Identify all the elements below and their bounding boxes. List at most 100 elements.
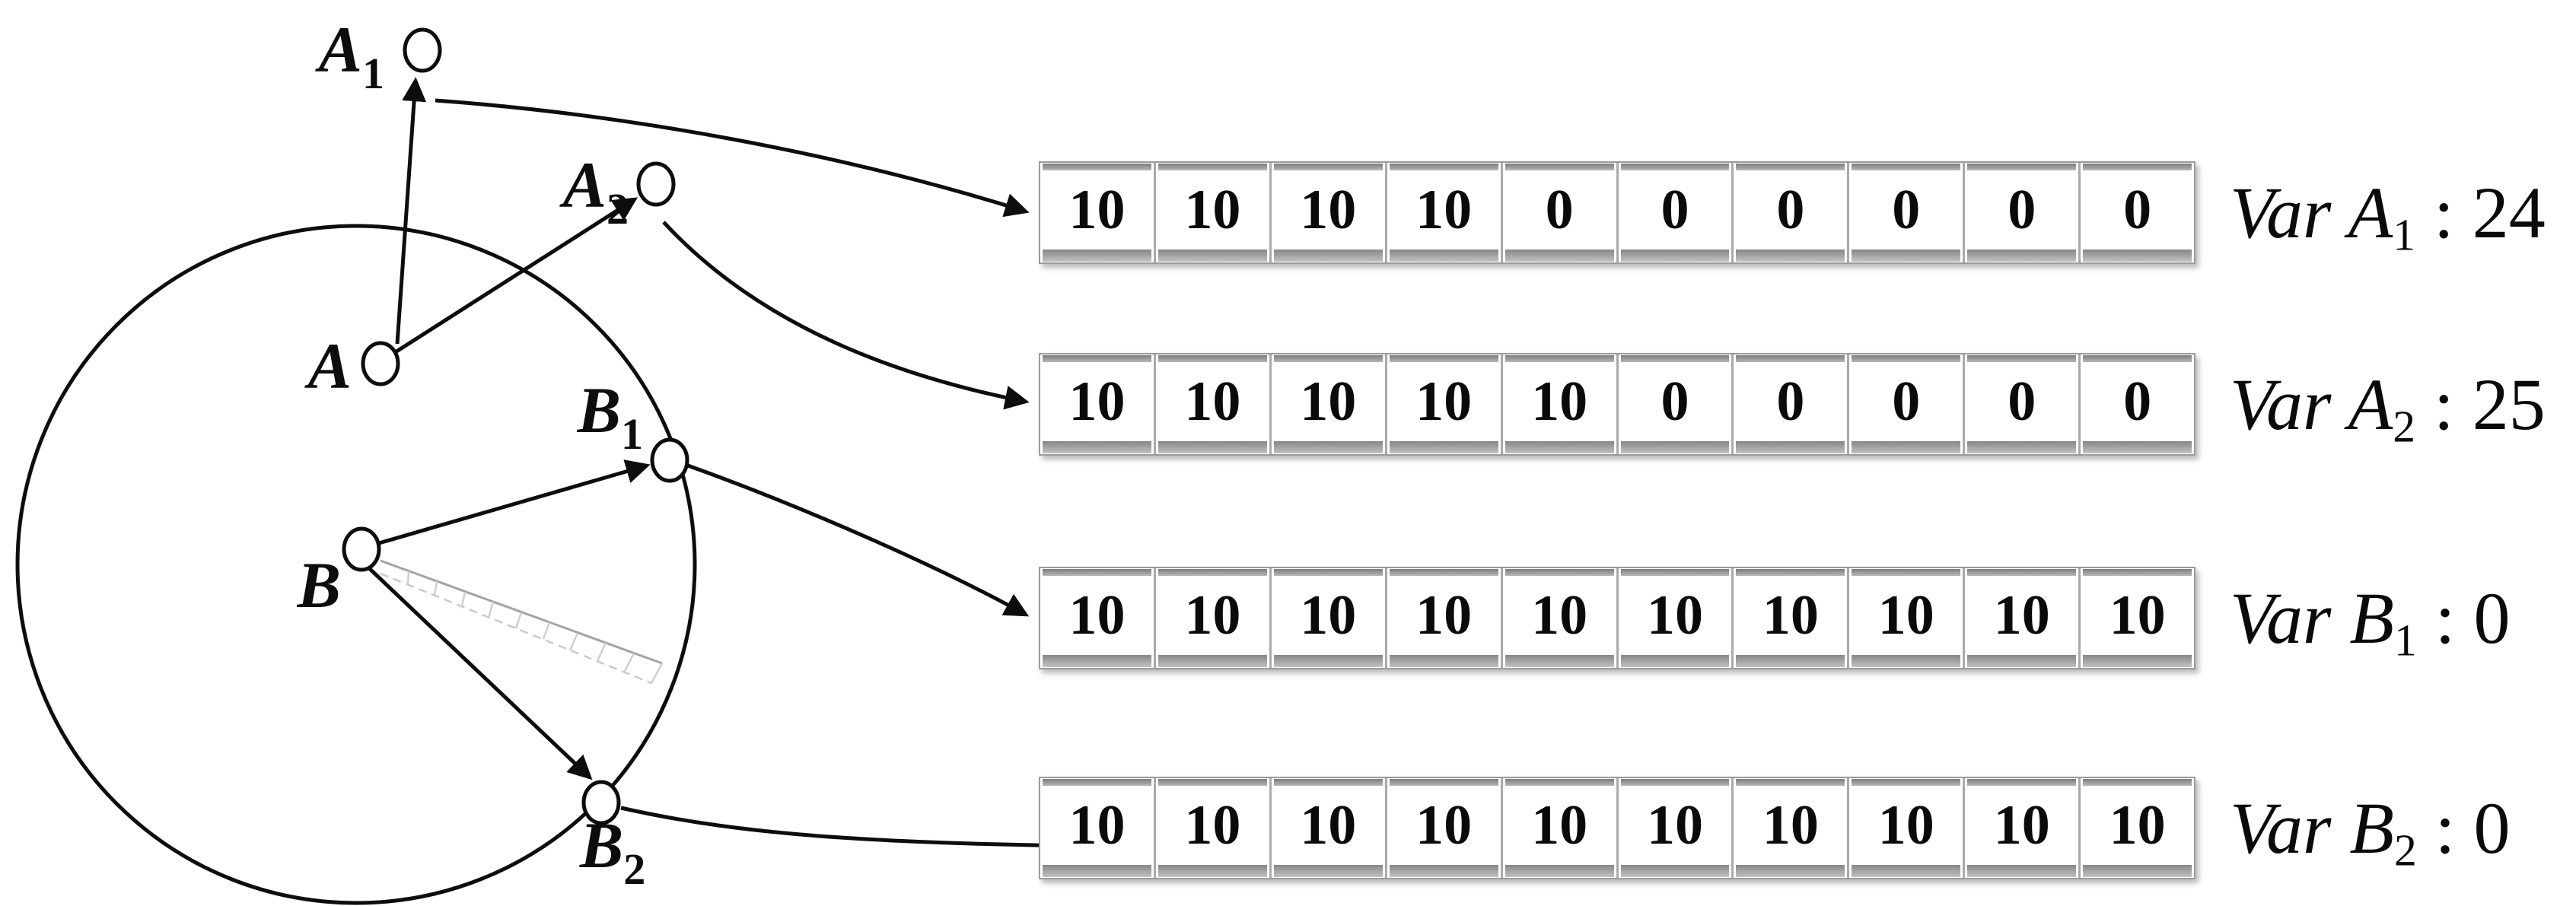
cell: 10 [1963, 568, 2078, 668]
cell-value: 0 [2123, 179, 2152, 241]
cell-bottom-bar [1043, 250, 1151, 262]
cell: 0 [1847, 163, 1963, 262]
value-strip-a1: 10 10 10 10 0 0 0 0 0 0 [1039, 161, 2195, 264]
cell: 10 [2078, 568, 2194, 668]
cell-value: 10 [1762, 584, 1819, 647]
point-marker-b1 [650, 437, 689, 483]
cell: 10 [1040, 354, 1154, 454]
cell: 10 [1153, 568, 1269, 668]
variance-label-b1: Var B1 : 0 [2230, 577, 2511, 666]
cell-value: 0 [1776, 370, 1805, 433]
cell-value: 0 [2008, 370, 2036, 433]
arrow-b-to-b2 [367, 566, 593, 780]
cell-value: 10 [1184, 370, 1241, 433]
cell: 10 [1040, 778, 1154, 878]
point-label-b1: B1 [577, 374, 643, 459]
point-label-a2: A2 [559, 148, 629, 234]
cell-value: 10 [1877, 794, 1934, 857]
point-label-b2: B2 [579, 809, 645, 894]
cell-value: 10 [1646, 794, 1703, 857]
point-marker-a2 [636, 161, 676, 207]
cell-value: 10 [1646, 584, 1703, 647]
cell: 0 [1847, 354, 1963, 454]
cell: 0 [1500, 163, 1616, 262]
cell: 0 [1963, 354, 2078, 454]
cell: 0 [2078, 163, 2194, 262]
cell: 0 [1963, 163, 2078, 262]
cell-value: 10 [1993, 794, 2050, 857]
cell: 10 [1384, 778, 1501, 878]
point-marker-a [361, 341, 400, 386]
cell-value: 10 [1184, 794, 1241, 857]
hatched-band [380, 559, 664, 685]
cell-value: 10 [2109, 794, 2166, 857]
cell-value: 0 [1661, 370, 1689, 433]
arrow-a-to-a1 [395, 77, 427, 345]
cell-value: 10 [1300, 584, 1357, 647]
point-label-a1: A1 [315, 13, 384, 98]
cell-value: 0 [1661, 179, 1689, 241]
cell: 10 [1500, 778, 1616, 878]
cell-value: 0 [1892, 179, 1921, 241]
cell-value: 10 [1993, 584, 2050, 647]
point-marker-a1 [403, 27, 442, 73]
cell: 10 [1731, 778, 1847, 878]
cell: 10 [2078, 778, 2194, 878]
cell: 0 [1616, 354, 1732, 454]
cell: 10 [1384, 568, 1501, 668]
connector-b2-to-row4 [620, 806, 1087, 858]
cell: 10 [1847, 568, 1963, 668]
cell: 10 [1963, 778, 2078, 878]
cell-value: 10 [1415, 584, 1473, 647]
cell: 10 [1384, 163, 1501, 262]
value-strip-b1: 10 10 10 10 10 10 10 10 10 10 [1039, 567, 2195, 669]
cell: 10 [1847, 778, 1963, 878]
arrow-a-to-a2 [395, 197, 638, 354]
cell-value: 10 [1415, 794, 1473, 857]
cell-value: 10 [1068, 370, 1126, 433]
cell-value: 10 [1415, 370, 1473, 433]
cell: 10 [1731, 568, 1847, 668]
cell: 0 [1616, 163, 1732, 262]
variance-label-a2: Var A2 : 25 [2230, 364, 2546, 452]
point-marker-b [342, 526, 381, 572]
cell-value: 10 [1762, 794, 1819, 857]
cell-value: 10 [1184, 584, 1241, 647]
cell: 10 [1269, 163, 1385, 262]
connector-a2-to-row2 [662, 221, 1030, 410]
point-label-b: B [297, 548, 341, 621]
cell-value: 10 [1184, 179, 1241, 241]
cell: 10 [1616, 778, 1732, 878]
cell-value: 0 [1776, 179, 1805, 241]
variance-label-a1: Var A1 : 24 [2230, 172, 2546, 260]
cell-value: 10 [1531, 794, 1588, 857]
cell-value: 10 [1300, 794, 1357, 857]
connector-a1-to-row1 [435, 98, 1030, 218]
value-strip-b2: 10 10 10 10 10 10 10 10 10 10 [1039, 777, 2195, 879]
cell-value: 10 [1068, 179, 1126, 241]
point-marker-b2 [581, 780, 621, 825]
cell-value: 10 [1300, 179, 1357, 241]
cell: 10 [1153, 163, 1269, 262]
cell: 0 [1731, 163, 1847, 262]
cell-value: 0 [2123, 370, 2152, 433]
cell: 10 [1500, 354, 1616, 454]
cell: 10 [1616, 568, 1732, 668]
cell-value: 10 [1531, 370, 1588, 433]
point-label-a: A [304, 329, 352, 402]
cell-value: 10 [1877, 584, 1934, 647]
cell-value: 10 [1068, 584, 1126, 647]
cell-value: 10 [1068, 794, 1126, 857]
cell: 10 [1153, 778, 1269, 878]
cell-value: 10 [1300, 370, 1357, 433]
cell: 10 [1269, 568, 1385, 668]
cell: 10 [1500, 568, 1616, 668]
cell: 0 [2078, 354, 2194, 454]
cell: 10 [1269, 354, 1385, 454]
cell-value: 0 [1545, 179, 1574, 241]
cell-value: 10 [1531, 584, 1588, 647]
cell-value: 10 [1415, 179, 1473, 241]
cell: 10 [1269, 778, 1385, 878]
